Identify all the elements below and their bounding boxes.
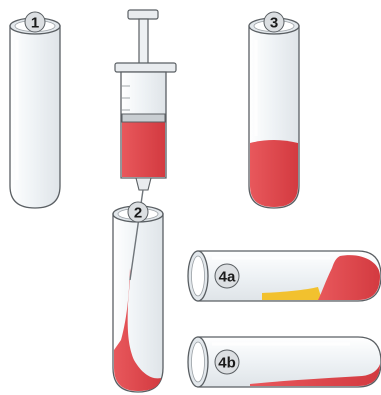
syringe-plunger-head bbox=[122, 114, 165, 122]
label-4b: 4b bbox=[218, 355, 236, 372]
tube-4a: 4a bbox=[188, 251, 381, 301]
label-1: 1 bbox=[31, 15, 39, 32]
syringe-hub bbox=[136, 178, 151, 190]
label-4a: 4a bbox=[219, 269, 236, 286]
tube-4b: 4b bbox=[188, 337, 381, 387]
syringe-thumb-press bbox=[128, 10, 158, 19]
label-3: 3 bbox=[270, 15, 278, 32]
tube-3-blood bbox=[250, 140, 298, 207]
label-2: 2 bbox=[134, 205, 142, 222]
syringe bbox=[115, 10, 176, 190]
tube-1: 1 bbox=[10, 12, 60, 208]
tube-3: 3 bbox=[249, 12, 299, 208]
tube-2: 2 bbox=[113, 190, 163, 392]
syringe-blood bbox=[122, 121, 165, 177]
syringe-flange bbox=[115, 63, 176, 72]
